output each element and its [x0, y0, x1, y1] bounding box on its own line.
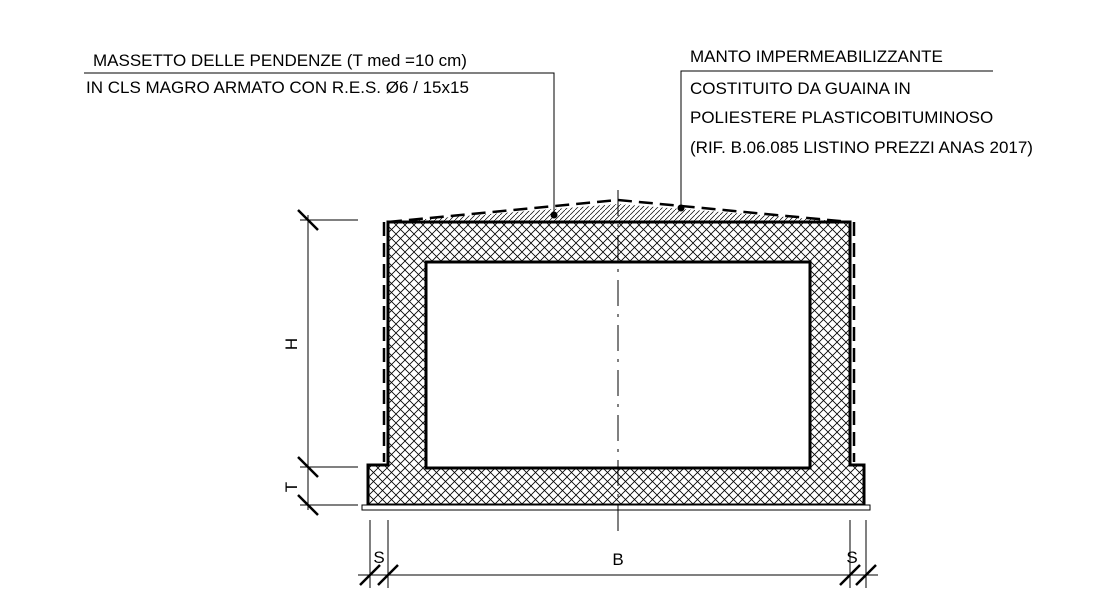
dim-label-step-left: S: [373, 548, 384, 567]
dim-label-width: B: [612, 550, 623, 569]
membrane-leader-line: [680, 70, 993, 206]
box-outer-outline: [366, 220, 866, 507]
dim-label-step-right: S: [846, 548, 857, 567]
concrete-box-section: [368, 222, 864, 505]
screed-label-line2: IN CLS MAGRO ARMATO CON R.E.S. Ø6 / 15x1…: [86, 78, 469, 97]
dim-tick-top: [297, 209, 319, 231]
dim-label-thickness: T: [282, 482, 301, 492]
foundation-base: [361, 504, 871, 511]
dim-label-height: H: [282, 338, 301, 350]
dim-tick-right-outer: [855, 564, 877, 586]
screed-leader-dot: [550, 211, 558, 219]
membrane-label-line1: MANTO IMPERMEABILIZZANTE: [690, 47, 943, 66]
screed-leader-line: [84, 72, 555, 214]
slope-screed-layer: [388, 204, 850, 222]
screed-label-line1: MASSETTO DELLE PENDENZE (T med =10 cm): [93, 51, 467, 70]
horizontal-dimension-chain: [358, 520, 878, 588]
membrane-label-line2: COSTITUITO DA GUAINA IN: [690, 79, 911, 98]
membrane-leader-dot: [677, 204, 685, 212]
dim-tick-left-outer: [359, 564, 381, 586]
membrane-label-line3: POLIESTERE PLASTICOBITUMINOSO: [690, 108, 993, 127]
membrane-label-line4: (RIF. B.06.085 LISTINO PREZZI ANAS 2017): [690, 138, 1033, 157]
dim-tick-mid: [297, 456, 319, 478]
dim-tick-right-inner: [839, 564, 861, 586]
vertical-dimension-chain: [297, 209, 358, 516]
dim-tick-left-inner: [377, 564, 399, 586]
dim-tick-bottom: [297, 494, 319, 516]
